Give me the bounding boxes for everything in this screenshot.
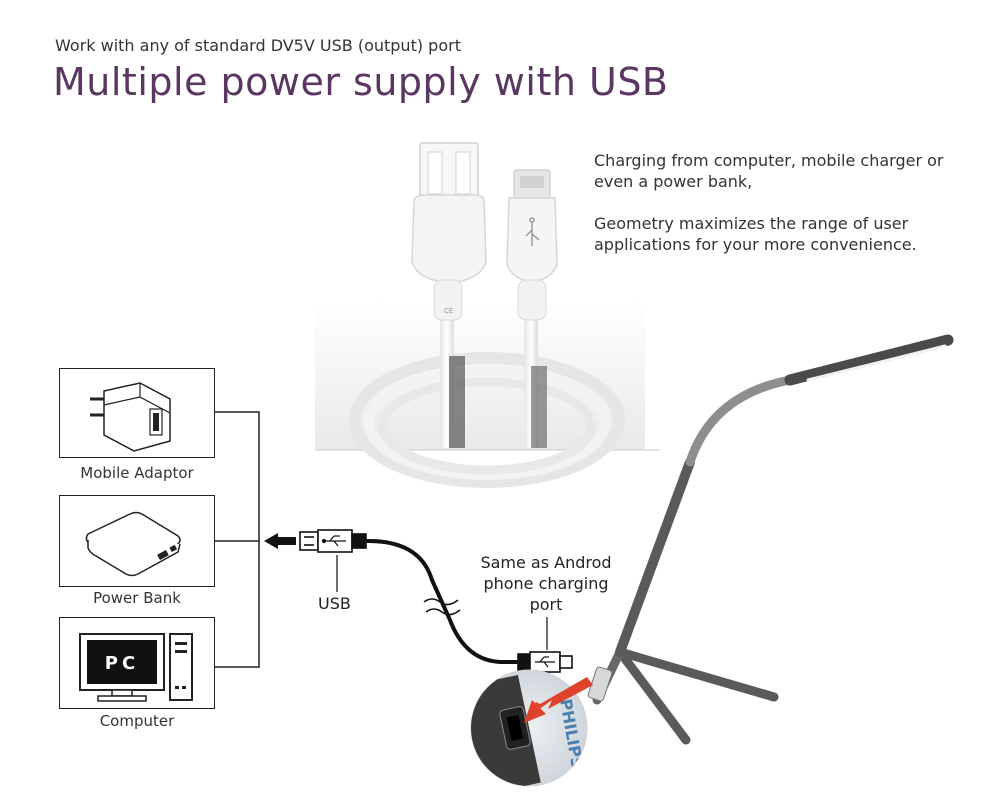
pc-screen-text: PC (105, 653, 139, 674)
mobile-adaptor-box (59, 368, 215, 458)
svg-text:CE: CE (444, 307, 453, 315)
geometry-description: Geometry maximizes the range of user app… (594, 214, 917, 254)
white-usb-cable-image: CE (315, 142, 660, 488)
page-title: Multiple power supply with USB (53, 60, 669, 104)
left-arrow-icon (264, 533, 296, 549)
computer-box: PC (59, 617, 215, 709)
power-bank-label: Power Bank (93, 589, 181, 607)
mobile-adaptor-icon (90, 382, 171, 452)
red-arrow-icon (527, 677, 593, 718)
charging-description: Charging from computer, mobile charger o… (594, 151, 944, 191)
usb-a-plug-icon (299, 529, 367, 553)
power-bank-icon (85, 511, 181, 577)
charging-port-label: Same as Androd phone charging port (480, 553, 612, 614)
black-cable (365, 538, 520, 664)
power-bank-box (59, 495, 215, 587)
cable-break-mark (423, 598, 461, 616)
source-bracket (215, 411, 260, 668)
computer-icon: PC (79, 633, 193, 702)
computer-label: Computer (99, 712, 175, 730)
page-subtitle: Work with any of standard DV5V USB (outp… (55, 36, 461, 55)
desk-lamp-image (587, 334, 954, 745)
micro-usb-plug-icon (517, 651, 573, 673)
mobile-adaptor-label: Mobile Adaptor (80, 464, 194, 482)
usb-label: USB (318, 594, 351, 613)
